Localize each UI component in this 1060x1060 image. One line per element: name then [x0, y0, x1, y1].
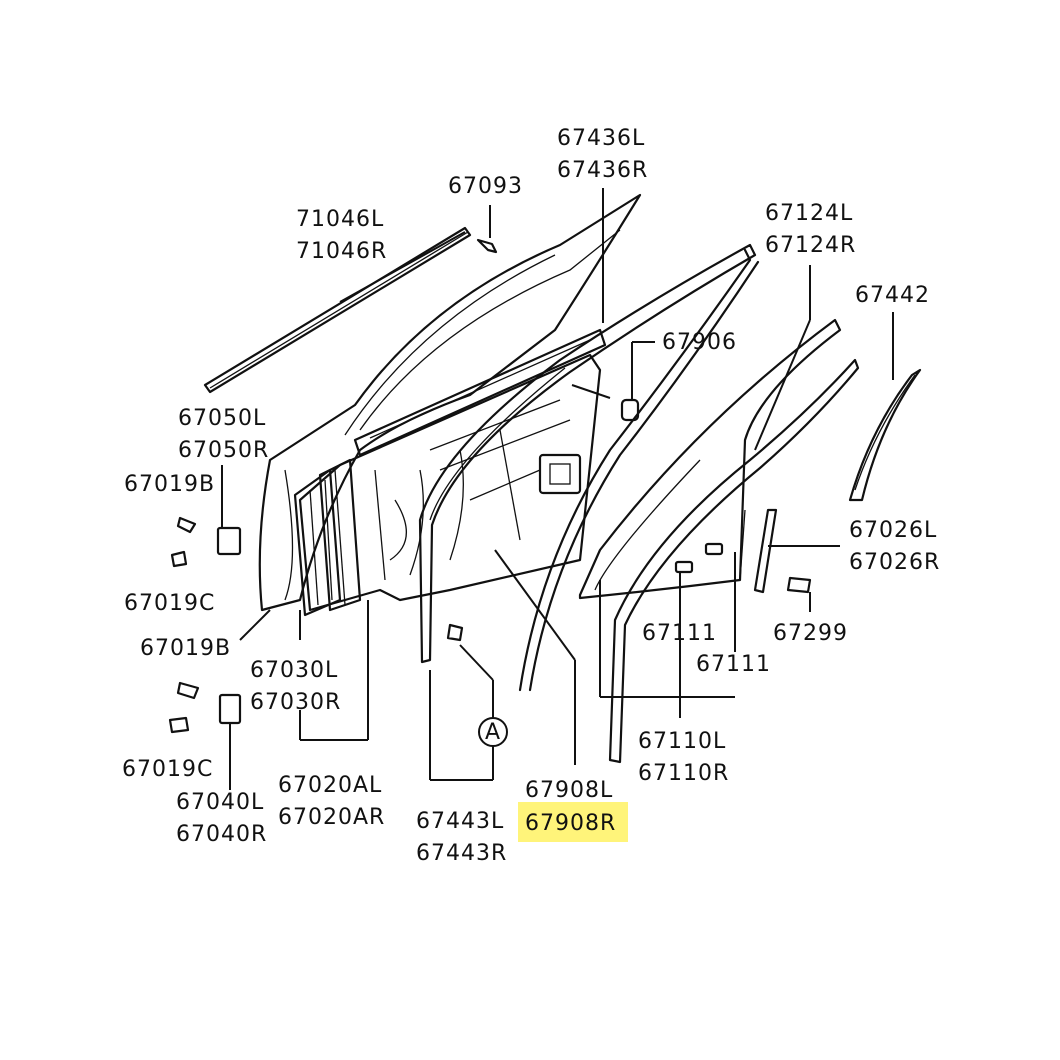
- callout-a-letter: A: [485, 720, 501, 745]
- highlight-box: [518, 802, 628, 842]
- label-67019B-bottom: 67019B: [140, 636, 231, 661]
- label-67026L: 67026L: [849, 518, 937, 543]
- label-67050R: 67050R: [178, 438, 269, 463]
- label-67019C-top: 67019C: [124, 591, 215, 616]
- label-67124R: 67124R: [765, 233, 856, 258]
- callout-a: A: [478, 717, 508, 747]
- label-67110R: 67110R: [638, 761, 729, 786]
- label-67908R: 67908R: [525, 811, 616, 836]
- label-67299: 67299: [773, 621, 848, 646]
- label-67111-a: 67111: [642, 621, 717, 646]
- label-67020AL: 67020AL: [278, 773, 382, 798]
- door-shell: [258, 193, 642, 617]
- label-67436R: 67436R: [557, 158, 648, 183]
- label-67443L: 67443L: [416, 809, 504, 834]
- label-71046L: 71046L: [296, 207, 384, 232]
- label-67436L: 67436L: [557, 126, 645, 151]
- label-67020AR: 67020AR: [278, 805, 385, 830]
- label-67906: 67906: [662, 330, 737, 355]
- rear-weatherstrip: [848, 368, 922, 502]
- label-71046R: 71046R: [296, 239, 387, 264]
- part-labels: 67436L 67436R 67093 71046L 71046R 67124L…: [122, 126, 940, 866]
- label-67908L: 67908L: [525, 778, 613, 803]
- door-glass-channel: [518, 248, 760, 692]
- door-glass: [578, 318, 842, 600]
- door-trim-seal: [418, 243, 757, 664]
- label-67026R: 67026R: [849, 550, 940, 575]
- label-67093: 67093: [448, 174, 523, 199]
- leader-lines: [221, 188, 894, 790]
- label-67019B-top: 67019B: [124, 472, 215, 497]
- label-67050L: 67050L: [178, 406, 266, 431]
- label-67040R: 67040R: [176, 822, 267, 847]
- label-67030R: 67030R: [250, 690, 341, 715]
- label-67442: 67442: [855, 283, 930, 308]
- label-67443R: 67443R: [416, 841, 507, 866]
- label-67110L: 67110L: [638, 729, 726, 754]
- label-67030L: 67030L: [250, 658, 338, 683]
- label-67040L: 67040L: [176, 790, 264, 815]
- label-67111-b: 67111: [696, 652, 771, 677]
- label-67019C-bottom: 67019C: [122, 757, 213, 782]
- glass-run-channel: [608, 358, 860, 764]
- label-67124L: 67124L: [765, 201, 853, 226]
- rear-sash: [739, 508, 778, 594]
